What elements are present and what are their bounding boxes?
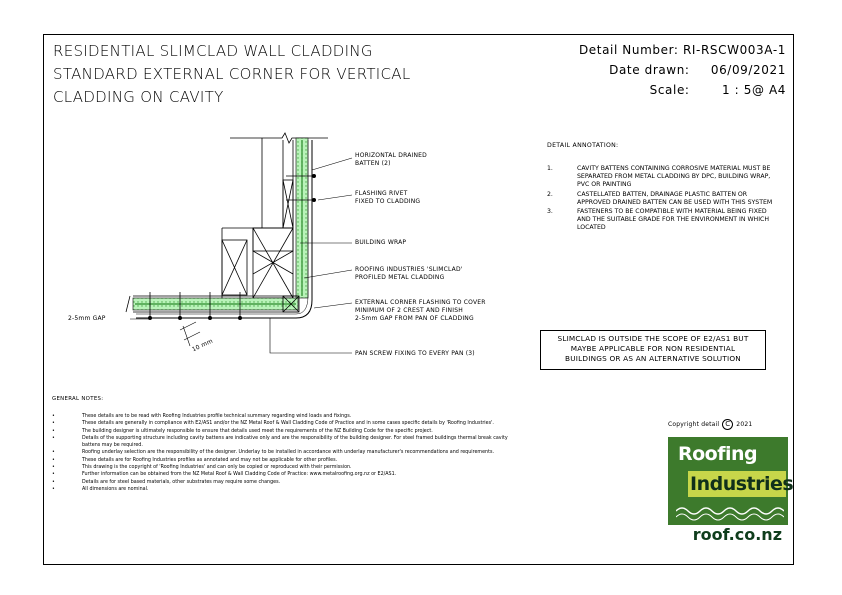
general-note: •These details are for Roofing Industrie… xyxy=(52,457,338,463)
scale-row: Scale: 1 : 5@ A4 xyxy=(579,80,786,100)
label-cladding: ROOFING INDUSTRIES 'SLIMCLAD' PROFILED M… xyxy=(355,266,463,281)
drawing-frame xyxy=(43,34,794,565)
bottom-framing xyxy=(125,295,300,313)
roofing-industries-logo: Roofing Industries roof.co.nz xyxy=(668,437,794,553)
general-note: •The building designer is ultimately res… xyxy=(52,428,433,434)
detail-number-value: RI-RSCW003A-1 xyxy=(682,43,786,57)
label-batten: HORIZONTAL DRAINED BATTEN (2) xyxy=(355,152,427,167)
logo-word-roofing: Roofing xyxy=(678,443,758,465)
general-note: •Roofing underlay selection are the resp… xyxy=(52,450,494,456)
general-note: •Details are for steel based materials, … xyxy=(52,479,281,485)
detail-number-label: Detail Number: xyxy=(578,43,679,57)
top-break-line xyxy=(230,132,328,144)
annotation-item: 2. CASTELLATED BATTEN, DRAINAGE PLASTIC … xyxy=(547,190,773,206)
label-screw: PAN SCREW FIXING TO EVERY PAN (3) xyxy=(355,350,475,357)
scope-note-box: SLIMCLAD IS OUTSIDE THE SCOPE OF E2/AS1 … xyxy=(540,330,766,370)
leader-lines xyxy=(130,157,353,354)
general-notes-list: •These details are to be read with Roofi… xyxy=(52,413,522,493)
pan-screws xyxy=(147,173,316,320)
annotation-item: 3. FASTENERS TO BE COMPATIBLE WITH MATER… xyxy=(547,208,770,232)
title-line-1: RESIDENTIAL SLIMCLAD WALL CLADDING xyxy=(53,42,373,60)
scale-label: Scale: xyxy=(649,83,690,97)
label-corner-flashing: EXTERNAL CORNER FLASHING TO COVER MINIMU… xyxy=(355,299,486,322)
date-drawn-value: 06/09/2021 xyxy=(710,63,786,77)
label-gap: 2-5mm GAP xyxy=(68,315,106,322)
logo-website: roof.co.nz xyxy=(692,525,782,544)
corner-flashing-inner xyxy=(136,140,309,315)
annotation-list: 1. CAVITY BATTENS CONTAINING CORROSIVE M… xyxy=(547,165,777,234)
logo-wave-icon xyxy=(676,507,784,521)
date-drawn-label: Date drawn: xyxy=(609,63,690,77)
general-note: •Further information can be obtained fro… xyxy=(52,472,397,478)
general-note: •All dimensions are nominal. xyxy=(52,486,149,492)
label-rivet: FLASHING RIVET FIXED TO CLADDING xyxy=(355,190,421,205)
title-line-2: STANDARD EXTERNAL CORNER FOR VERTICAL xyxy=(53,65,411,83)
title-line-3: CLADDING ON CAVITY xyxy=(53,88,224,106)
label-wrap: BUILDING WRAP xyxy=(355,239,407,246)
annotation-item: 1. CAVITY BATTENS CONTAINING CORROSIVE M… xyxy=(547,165,771,189)
detail-number-row: Detail Number: RI-RSCW003A-1 xyxy=(579,40,786,60)
general-notes-heading: GENERAL NOTES: xyxy=(52,396,104,402)
stud-framing xyxy=(221,138,294,299)
logo-word-industries: Industries xyxy=(688,471,794,497)
general-note: •This drawing is the copyright of 'Roofi… xyxy=(52,465,352,471)
title-block-meta: Detail Number: RI-RSCW003A-1 Date drawn:… xyxy=(579,40,786,100)
general-note: •These details are to be read with Roofi… xyxy=(52,414,352,419)
copyright-icon: C xyxy=(722,419,734,430)
scale-value: 1 : 5@ A4 xyxy=(722,83,786,97)
dimension-10mm xyxy=(179,321,201,347)
page-title: RESIDENTIAL SLIMCLAD WALL CLADDING STAND… xyxy=(53,40,411,109)
annotation-heading: DETAIL ANNOTATION: xyxy=(547,142,619,149)
general-note: •Details of the supporting structure inc… xyxy=(52,435,508,449)
corner-flashing xyxy=(136,140,313,319)
date-drawn-row: Date drawn: 06/09/2021 xyxy=(579,60,786,80)
general-note: •These details are generally in complian… xyxy=(52,421,494,427)
